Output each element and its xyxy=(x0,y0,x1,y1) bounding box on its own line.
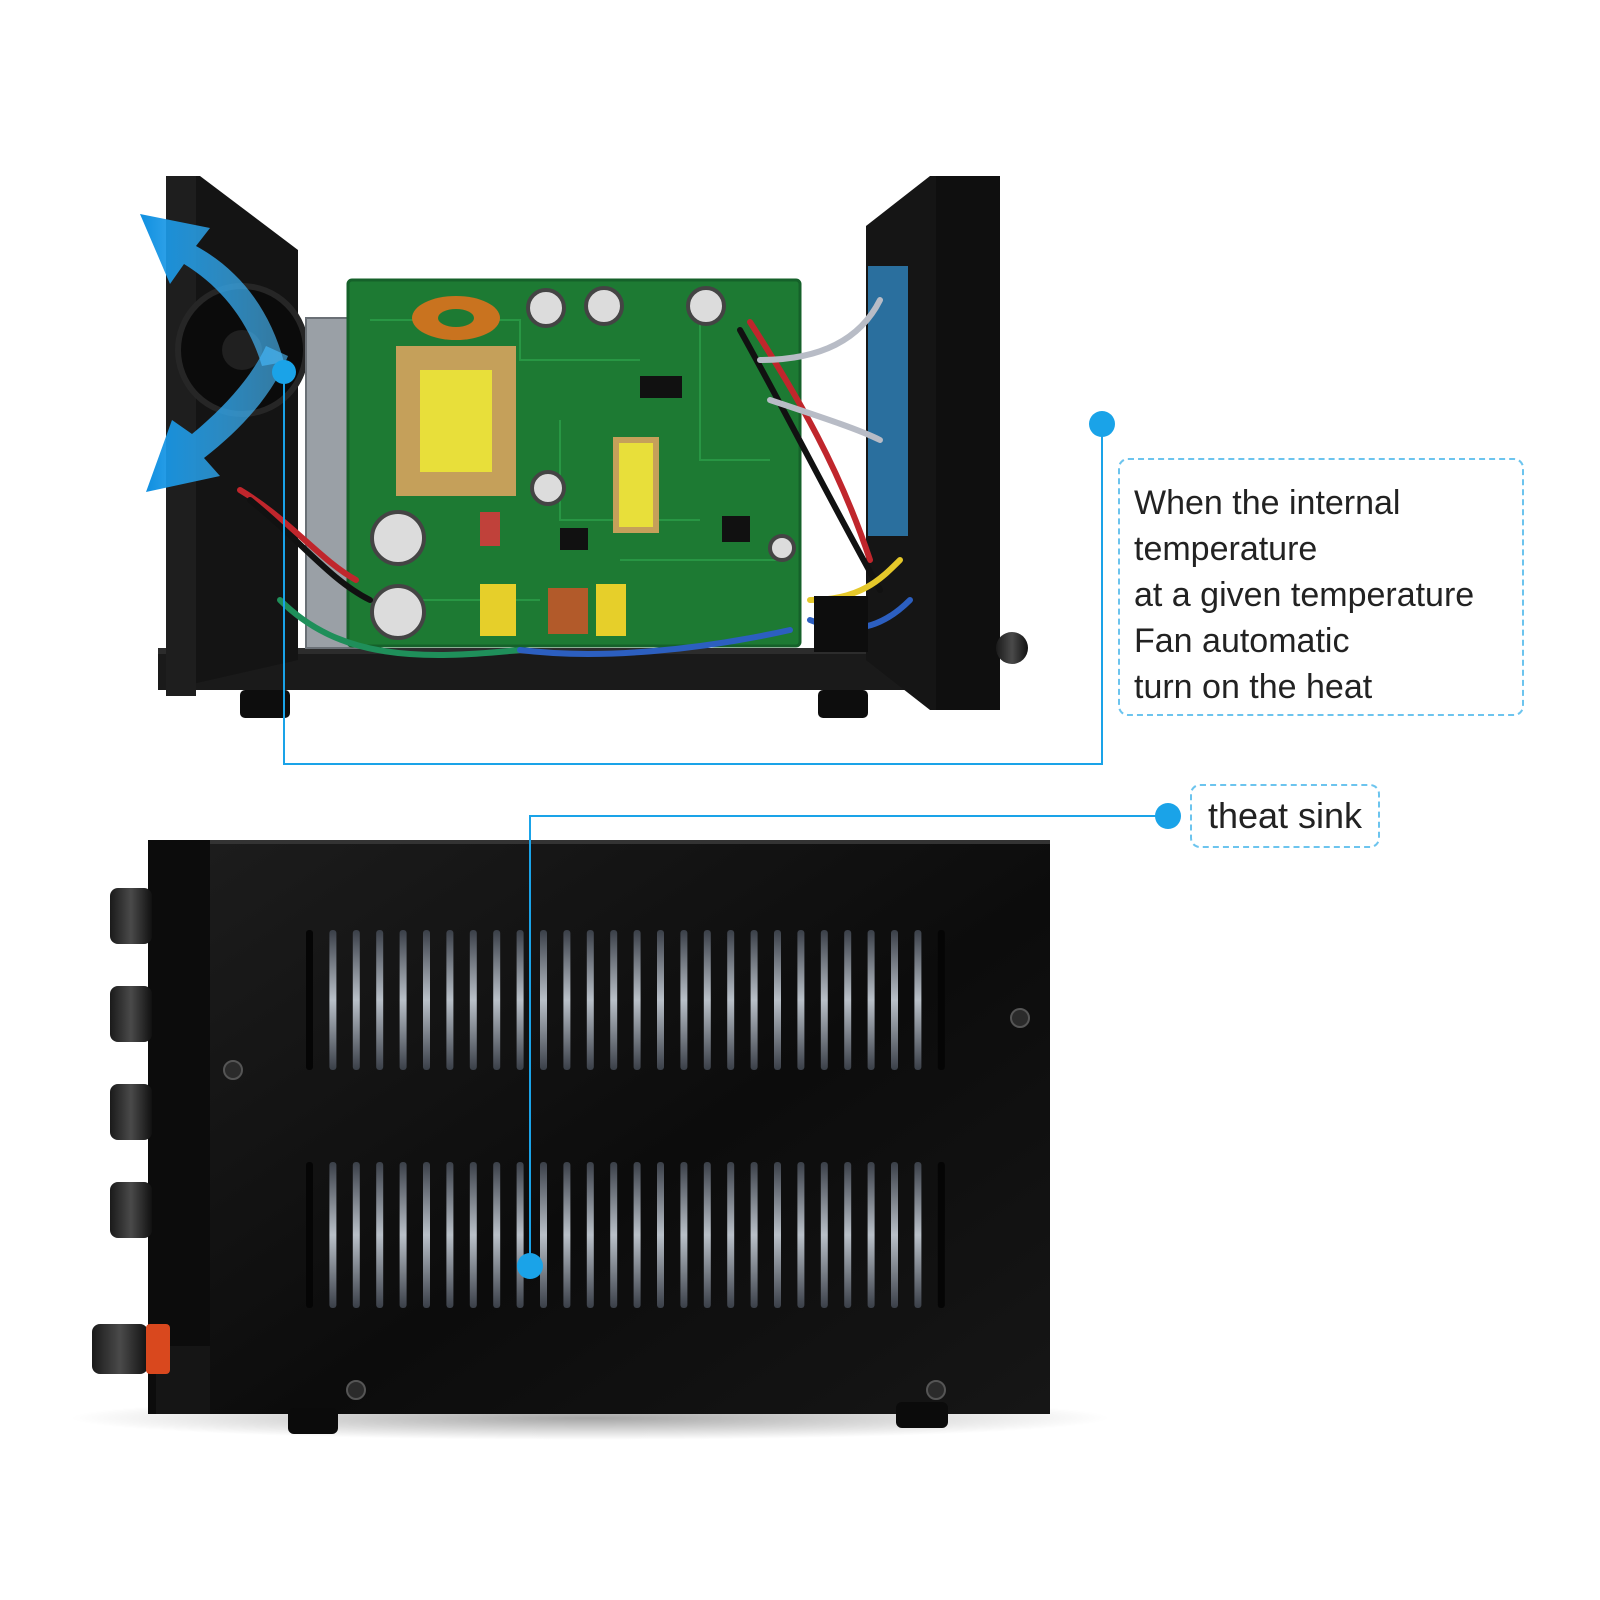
vent-slot xyxy=(423,930,430,1070)
vent-slot xyxy=(680,1162,688,1308)
vent-slot xyxy=(633,1162,641,1308)
vent-slot xyxy=(657,930,664,1070)
vent-slot xyxy=(937,1162,945,1308)
fan-leader-line xyxy=(283,370,1103,765)
vent-slot xyxy=(844,1162,852,1308)
vent-slot xyxy=(469,930,477,1070)
vent-slot xyxy=(563,1162,571,1308)
vent-slot xyxy=(867,930,875,1070)
vent-slot xyxy=(540,1162,547,1308)
vent-slot xyxy=(610,1162,618,1308)
fan-callout-line: at a given temperature xyxy=(1134,576,1475,614)
vent-slot xyxy=(657,1162,664,1308)
vent-slot xyxy=(493,1162,501,1308)
vent-slot xyxy=(937,930,945,1070)
vent-slot xyxy=(586,1162,594,1308)
vent-slot xyxy=(914,1162,922,1308)
vent-slot xyxy=(493,930,501,1070)
vent-slot xyxy=(516,1162,524,1308)
vent-slot xyxy=(727,1162,735,1308)
power-connector xyxy=(814,596,868,652)
vent-slots-upper xyxy=(306,930,945,1070)
airflow-arrow-icon xyxy=(140,214,288,492)
vent-slot xyxy=(820,1162,828,1308)
vent-slot xyxy=(820,930,828,1070)
vent-slot xyxy=(329,1162,337,1308)
fan-callout-box: When the internal temperature at a given… xyxy=(1118,458,1524,716)
fan-callout-line: temperature xyxy=(1134,530,1318,568)
vent-slot xyxy=(306,1162,313,1308)
vent-slot xyxy=(633,930,641,1070)
heat-sink-callout-dot xyxy=(1155,803,1181,829)
fan-leader-dot xyxy=(272,360,296,384)
vent-slot xyxy=(423,1162,430,1308)
vent-slot xyxy=(306,930,313,1070)
vent-slot xyxy=(446,1162,454,1308)
vent-slot xyxy=(774,1162,781,1308)
leader-lines xyxy=(283,370,1160,1266)
vent-slot xyxy=(329,930,337,1070)
vent-slot xyxy=(352,1162,360,1308)
fan-callout-dot xyxy=(1089,411,1115,437)
vent-slot xyxy=(797,930,805,1070)
fan-callout-line: Fan automatic xyxy=(1134,622,1350,660)
vent-slot xyxy=(399,930,407,1070)
vent-slot xyxy=(610,930,618,1070)
vent-slot xyxy=(797,1162,805,1308)
closed-chassis xyxy=(92,840,1050,1434)
vent-slot xyxy=(867,1162,875,1308)
fan-callout-line: turn on the heat xyxy=(1134,668,1373,706)
heat-sink-leader-dot xyxy=(517,1253,543,1279)
vent-slot xyxy=(750,930,758,1070)
heat-sink-callout-box: theat sink xyxy=(1190,784,1380,848)
vent-slot xyxy=(680,930,688,1070)
vent-slot xyxy=(352,930,360,1070)
vent-slot xyxy=(446,930,454,1070)
vent-slot xyxy=(703,1162,711,1308)
vent-slot xyxy=(399,1162,407,1308)
vent-slot xyxy=(703,930,711,1070)
vent-slot xyxy=(563,930,571,1070)
vent-slot xyxy=(376,1162,384,1308)
vent-slot xyxy=(516,930,524,1070)
vent-slot xyxy=(891,1162,898,1308)
open-chassis xyxy=(140,176,1028,718)
vent-slot xyxy=(750,1162,758,1308)
vent-slot xyxy=(540,930,547,1070)
fan-callout-line: When the internal xyxy=(1134,484,1401,522)
front-knob xyxy=(996,632,1028,664)
vent-slot xyxy=(914,930,922,1070)
heat-sink-leader-line xyxy=(529,815,1160,1266)
vent-slot xyxy=(727,930,735,1070)
vent-slot xyxy=(469,1162,477,1308)
vent-slot xyxy=(774,930,781,1070)
vent-slot xyxy=(891,930,898,1070)
vent-slot xyxy=(844,930,852,1070)
panel-knobs xyxy=(92,888,170,1374)
vent-slot xyxy=(376,930,384,1070)
vent-slot xyxy=(586,930,594,1070)
heat-sink-label: theat sink xyxy=(1207,795,1363,836)
